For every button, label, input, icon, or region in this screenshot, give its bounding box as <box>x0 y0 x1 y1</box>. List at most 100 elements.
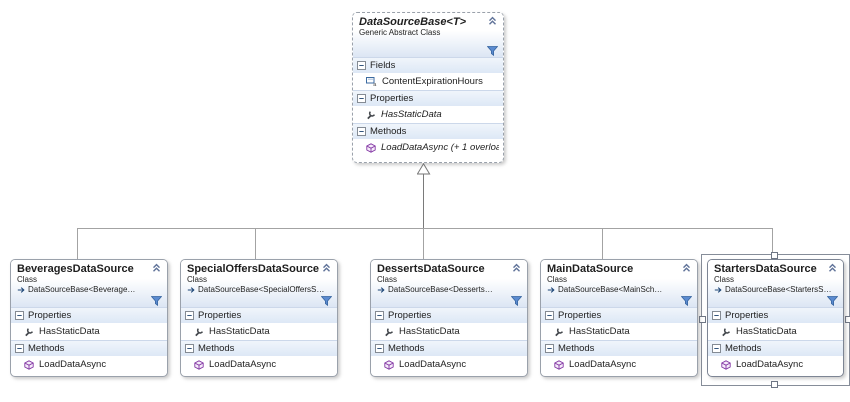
class-title: SpecialOffersDataSource <box>187 263 320 275</box>
base-type: DataSourceBase<Desserts… <box>388 285 493 294</box>
inherits-arrow-icon <box>377 286 385 294</box>
section-methods[interactable]: Methods <box>371 340 527 356</box>
member-row-property[interactable]: HasStaticData <box>708 323 843 340</box>
expander-icon[interactable] <box>185 344 194 353</box>
class-kind: Class <box>187 275 208 284</box>
member-row-property[interactable]: HasStaticData <box>353 106 503 123</box>
collapse-icon[interactable] <box>152 263 161 272</box>
section-properties[interactable]: Properties <box>708 307 843 323</box>
expander-icon[interactable] <box>357 94 366 103</box>
member-row-method[interactable]: LoadDataAsync <box>708 356 843 373</box>
class-kind: Class <box>377 275 398 284</box>
expander-icon[interactable] <box>712 344 721 353</box>
property-wrench-icon <box>366 110 376 120</box>
section-properties[interactable]: Properties <box>371 307 527 323</box>
connector-drop-desserts[interactable] <box>423 228 424 259</box>
expander-icon[interactable] <box>375 344 384 353</box>
expander-icon[interactable] <box>357 127 366 136</box>
method-cube-icon <box>366 142 376 153</box>
property-wrench-icon <box>24 327 34 337</box>
connector-drop-starters[interactable] <box>772 228 773 255</box>
expander-icon[interactable] <box>545 344 554 353</box>
filter-icon[interactable] <box>321 296 332 306</box>
expander-icon[interactable] <box>545 311 554 320</box>
section-methods[interactable]: Methods <box>353 123 503 139</box>
expander-icon[interactable] <box>185 311 194 320</box>
filter-icon[interactable] <box>681 296 692 306</box>
class-kind: Generic Abstract Class <box>359 28 441 37</box>
class-box-main[interactable]: MainDataSource Class DataSourceBase<Main… <box>540 259 698 377</box>
collapse-icon[interactable] <box>512 263 521 272</box>
expander-icon[interactable] <box>712 311 721 320</box>
inherits-arrow-icon <box>714 286 722 294</box>
collapse-icon[interactable] <box>322 263 331 272</box>
method-cube-icon <box>194 359 204 370</box>
inherits-arrow-icon <box>547 286 555 294</box>
section-methods[interactable]: Methods <box>541 340 697 356</box>
connector-drop-beverages[interactable] <box>77 228 78 259</box>
property-wrench-icon <box>384 327 394 337</box>
base-type: DataSourceBase<StartersS… <box>725 285 832 294</box>
member-row-method[interactable]: LoadDataAsync <box>181 356 337 373</box>
connector-drop-specialoffers[interactable] <box>255 228 256 259</box>
base-type: DataSourceBase<SpecialOffersS… <box>198 285 325 294</box>
member-row-property[interactable]: HasStaticData <box>371 323 527 340</box>
member-row-property[interactable]: HasStaticData <box>11 323 167 340</box>
class-title: BeveragesDataSource <box>17 263 134 275</box>
class-box-desserts[interactable]: DessertsDataSource Class DataSourceBase<… <box>370 259 528 377</box>
class-kind: Class <box>714 275 735 284</box>
property-wrench-icon <box>554 327 564 337</box>
member-row-field[interactable]: ContentExpirationHours <box>353 73 503 90</box>
filter-icon[interactable] <box>487 46 498 56</box>
generalization-arrowhead-icon[interactable] <box>417 163 431 175</box>
section-fields[interactable]: Fields <box>353 57 503 73</box>
expander-icon[interactable] <box>357 61 366 70</box>
section-methods[interactable]: Methods <box>708 340 843 356</box>
collapse-icon[interactable] <box>828 263 837 272</box>
section-properties[interactable]: Properties <box>11 307 167 323</box>
class-kind: Class <box>17 275 38 284</box>
connector-drop-main[interactable] <box>602 228 603 259</box>
class-box-datasourcebase[interactable]: DataSourceBase<T> Generic Abstract Class… <box>352 12 504 163</box>
expander-icon[interactable] <box>375 311 384 320</box>
selection-handle-left[interactable] <box>699 316 706 323</box>
base-type: DataSourceBase<MainSch… <box>558 285 663 294</box>
member-row-method[interactable]: LoadDataAsync (+ 1 overloa… <box>353 139 503 156</box>
section-properties[interactable]: Properties <box>541 307 697 323</box>
collapse-icon[interactable] <box>682 263 691 272</box>
collapse-icon[interactable] <box>488 16 497 25</box>
inheritance-connector-bus[interactable] <box>77 228 772 229</box>
section-methods[interactable]: Methods <box>181 340 337 356</box>
class-title: StartersDataSource <box>714 263 817 275</box>
filter-icon[interactable] <box>827 296 838 306</box>
member-row-property[interactable]: HasStaticData <box>181 323 337 340</box>
inheritance-connector-stem[interactable] <box>423 174 424 228</box>
filter-icon[interactable] <box>151 296 162 306</box>
class-kind: Class <box>547 275 568 284</box>
selection-handle-right[interactable] <box>845 316 850 323</box>
member-row-property[interactable]: HasStaticData <box>541 323 697 340</box>
selection-handle-top[interactable] <box>771 252 778 259</box>
section-properties[interactable]: Properties <box>181 307 337 323</box>
filter-icon[interactable] <box>511 296 522 306</box>
method-cube-icon <box>554 359 564 370</box>
section-methods[interactable]: Methods <box>11 340 167 356</box>
inherits-arrow-icon <box>187 286 195 294</box>
inherits-arrow-icon <box>17 286 25 294</box>
class-box-specialoffers[interactable]: SpecialOffersDataSource Class DataSource… <box>180 259 338 377</box>
member-row-method[interactable]: LoadDataAsync <box>541 356 697 373</box>
class-box-starters[interactable]: StartersDataSource Class DataSourceBase<… <box>707 259 844 377</box>
field-icon <box>366 76 378 89</box>
member-row-method[interactable]: LoadDataAsync <box>11 356 167 373</box>
selection-handle-bottom[interactable] <box>771 381 778 388</box>
member-row-method[interactable]: LoadDataAsync <box>371 356 527 373</box>
section-properties[interactable]: Properties <box>353 90 503 106</box>
class-title: MainDataSource <box>547 263 634 275</box>
expander-icon[interactable] <box>15 311 24 320</box>
property-wrench-icon <box>194 327 204 337</box>
class-box-beverages[interactable]: BeveragesDataSource Class DataSourceBase… <box>10 259 168 377</box>
class-title: DessertsDataSource <box>377 263 485 275</box>
property-wrench-icon <box>721 327 731 337</box>
expander-icon[interactable] <box>15 344 24 353</box>
